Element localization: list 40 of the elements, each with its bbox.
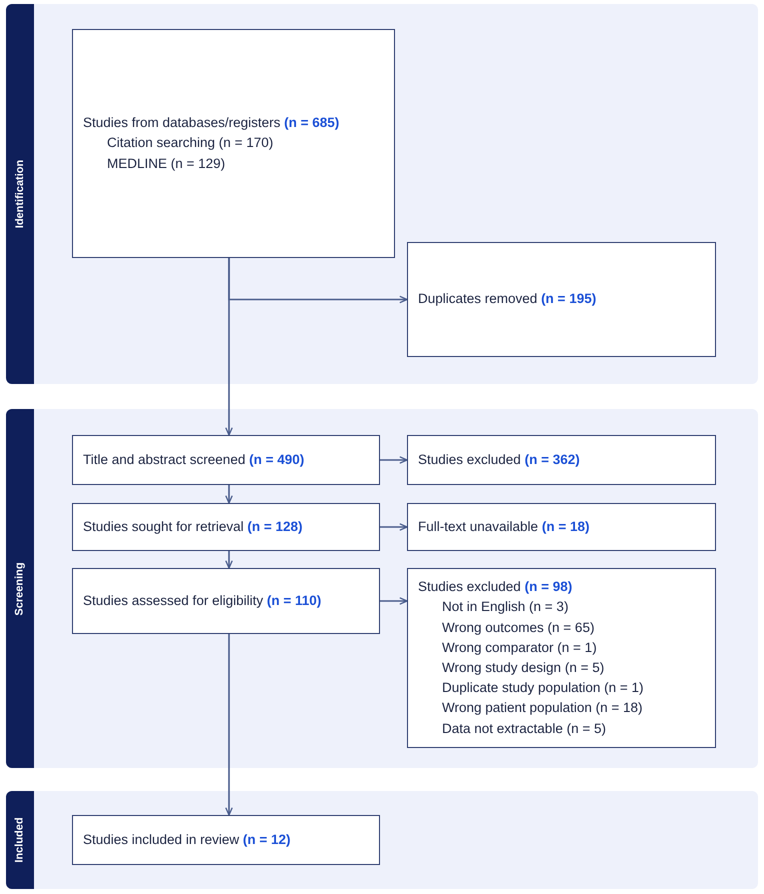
box-text: Studies from databases/registers (n = 685) — [83, 114, 340, 132]
process-box — [407, 242, 716, 357]
list-item: Data not extractable (n = 5) — [441, 720, 607, 738]
stage-label: Identification — [14, 160, 26, 228]
box-text: Studies assessed for eligibility (n = 110) — [83, 592, 322, 610]
arrow — [225, 485, 233, 504]
process-box — [72, 815, 380, 865]
process-box — [407, 568, 716, 748]
box-text: Studies included in review (n = 12) — [83, 830, 292, 849]
list-item: Wrong comparator (n = 1) — [441, 638, 598, 657]
list-item: Wrong patient population (n = 18) — [441, 699, 644, 718]
process-box — [72, 503, 380, 551]
arrow — [225, 258, 233, 436]
arrow — [380, 523, 408, 531]
process-box — [72, 29, 395, 258]
list-item: Wrong study design (n = 5) — [441, 659, 606, 677]
process-box — [72, 435, 380, 485]
stage-panel — [6, 409, 758, 768]
box-text: Full-text unavailable (n = 18) — [418, 518, 590, 536]
stage-panel — [6, 4, 758, 384]
process-box — [407, 435, 716, 485]
list-item: MEDLINE (n = 129) — [106, 154, 226, 173]
stage-label: Screening — [14, 562, 26, 616]
box-text: Studies sought for retrieval (n = 128) — [83, 518, 304, 536]
stage-label: Included — [14, 817, 26, 863]
list-item: Not in English (n = 3) — [441, 598, 570, 616]
arrow — [380, 456, 408, 464]
arrow — [225, 551, 233, 569]
stage-panel — [6, 791, 758, 889]
arrow — [380, 597, 408, 605]
arrow — [225, 634, 233, 816]
list-item: Duplicate study population (n = 1) — [441, 679, 644, 698]
list-item: Citation searching (n = 170) — [106, 134, 274, 152]
box-text: Title and abstract screened (n = 490) — [83, 450, 306, 469]
process-box — [407, 503, 716, 551]
process-box — [72, 568, 380, 634]
list-item: Wrong outcomes (n = 65) — [441, 618, 596, 637]
box-text: Studies excluded (n = 362) — [418, 450, 581, 469]
box-text: Duplicates removed (n = 195) — [418, 290, 598, 308]
box-text: Studies excluded (n = 98) — [418, 578, 574, 596]
